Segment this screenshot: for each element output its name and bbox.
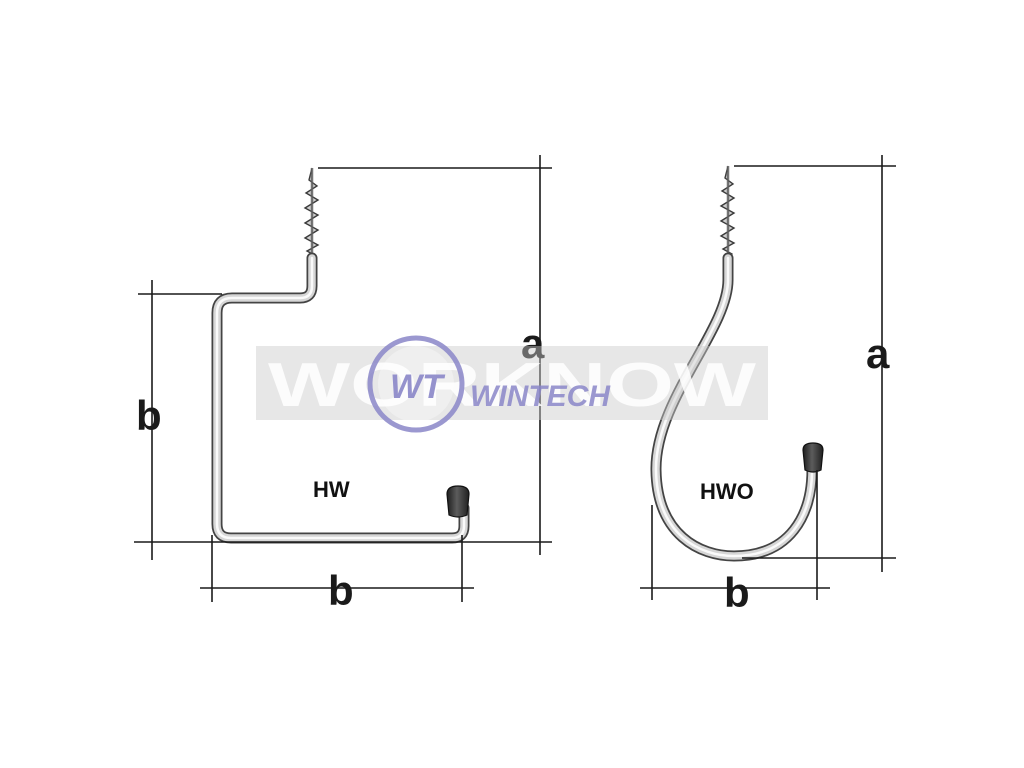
hwo-height-dim-label: a [866,330,890,377]
hw-model-label: HW [313,477,350,502]
hw-height-dim-label: a [521,320,545,367]
hw-rubber-cap [446,485,470,518]
hwo-hook-icon [650,165,824,562]
hw-dimension-lines [134,155,552,602]
hwo-screw-thread [719,165,736,263]
watermark-band [256,346,768,420]
wintech-logo-icon: WT [367,335,465,433]
hw-left-dim-label: b [136,392,162,439]
hwo-bottom-dim-label: b [724,569,750,616]
hwo-dimension-lines [640,155,896,600]
hwo-model-label: HWO [700,479,754,504]
watermark-text: WORKNOW [268,351,757,420]
hw-hook-icon [211,167,470,544]
hw-bottom-dim-label: b [328,567,354,614]
watermark-logo-letters: WT [390,368,446,406]
hw-screw-thread [303,167,320,265]
hwo-rubber-cap [802,442,824,473]
watermark-brand: WINTECH [470,380,611,413]
watermark: WORKNOW WT WINTECH [256,335,768,433]
